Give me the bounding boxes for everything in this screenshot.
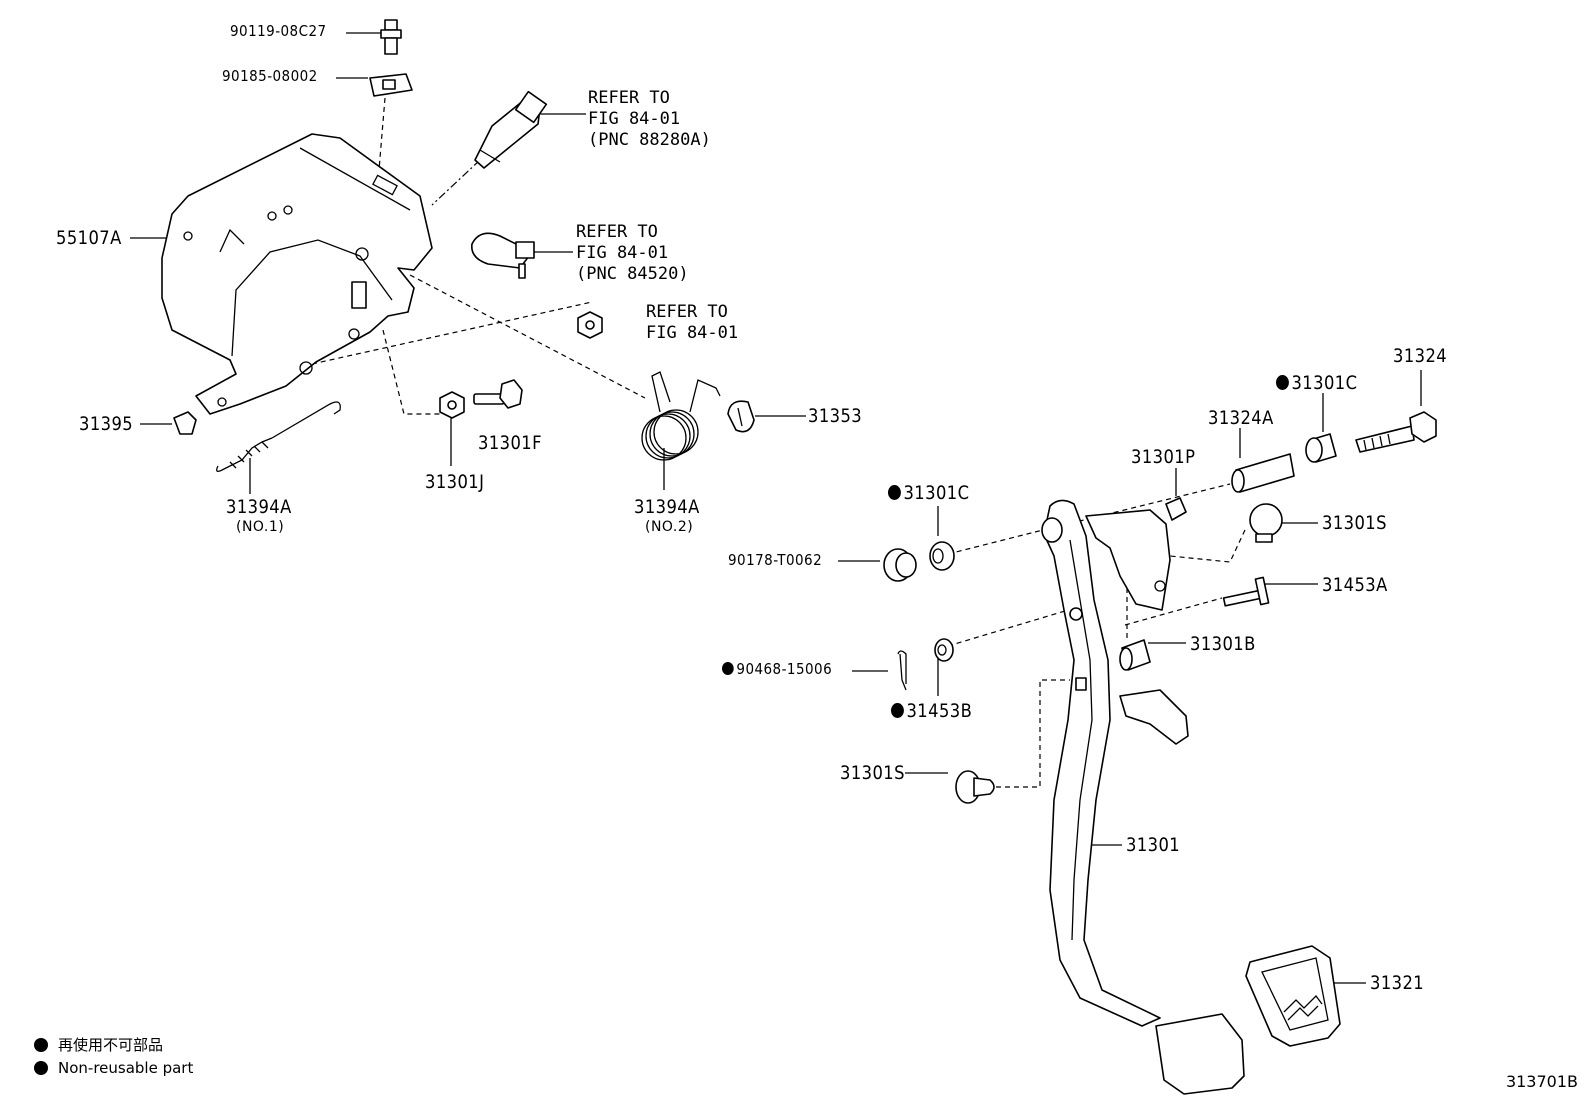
clip-31395 [173, 411, 197, 435]
label-31301C-top: 31301C [1276, 374, 1357, 393]
ref-note-88280A: REFER TO FIG 84-01 (PNC 88280A) [588, 88, 711, 150]
pedal-pad-31321 [1245, 945, 1341, 1047]
ref-note-fig84-01: REFER TO FIG 84-01 [646, 302, 739, 343]
legend-jp: 再使用不可部品 [34, 1034, 163, 1055]
label-31301: 31301 [1126, 834, 1181, 856]
label-55107A: 55107A [56, 227, 122, 249]
label-31394A-no2-sub: (NO.2) [645, 519, 694, 535]
label-31394A-no1-sub: (NO.1) [236, 519, 285, 535]
bushing-31353 [727, 400, 755, 433]
label-31301F: 31301F [478, 432, 542, 454]
label-31301C-mid: 31301C [888, 484, 969, 503]
label-31324: 31324 [1393, 345, 1448, 367]
pedal-arm-31301 [1041, 499, 1189, 1027]
bullet-icon [34, 1037, 48, 1052]
position-sensor [471, 232, 535, 279]
label-31394A-no2: 31394A [634, 496, 700, 518]
bolt-31324 [1355, 411, 1437, 453]
label-90178-T0062: 90178-T0062 [728, 551, 823, 569]
label-31321: 31321 [1370, 972, 1425, 994]
bushing-31301C-top [1305, 433, 1337, 463]
legend-jp-text: 再使用不可部品 [58, 1036, 164, 1054]
label-31301S-left: 31301S [840, 762, 905, 784]
cotter-pin-90468 [897, 650, 907, 691]
stopper-31301S-right [1249, 503, 1283, 543]
figure-number: 313701B [1505, 1072, 1578, 1091]
bushing-90178 [883, 548, 917, 582]
bushing-31301C-mid [929, 541, 955, 571]
dashed-assembly-lines [311, 97, 1246, 788]
label-31324A: 31324A [1208, 407, 1274, 429]
collar-31324A [1231, 453, 1295, 493]
label-90468-15006: 90468-15006 [722, 662, 832, 677]
pin-31453A [1222, 576, 1270, 607]
bullet-icon [34, 1061, 48, 1075]
bolt-90119 [380, 19, 402, 55]
stop-lamp-switch [474, 90, 548, 169]
bolt-31301F [473, 379, 523, 409]
stopper-31301S-left [955, 770, 995, 804]
legend-en-text: Non-reusable part [58, 1059, 194, 1077]
label-31353: 31353 [808, 405, 863, 427]
pin-31453B [934, 638, 954, 662]
label-31301P: 31301P [1131, 446, 1196, 468]
label-31453A: 31453A [1322, 574, 1388, 596]
nut-31301J [439, 391, 465, 419]
label-90119-08C27: 90119-08C27 [230, 22, 327, 40]
label-31301B: 31301B [1190, 633, 1256, 655]
pedal-bracket-55107A [161, 133, 433, 415]
ref-note-84520: REFER TO FIG 84-01 (PNC 84520) [576, 222, 689, 284]
label-31301S-right: 31301S [1322, 512, 1387, 534]
clip-31301P [1165, 497, 1187, 521]
bushing-31301B [1119, 639, 1151, 671]
label-31301J: 31301J [425, 471, 485, 493]
label-31394A-no1: 31394A [226, 496, 292, 518]
label-90185-08002: 90185-08002 [222, 67, 318, 85]
clip-nut-90185 [369, 73, 413, 97]
pedal-foot [1155, 1013, 1245, 1095]
label-31395: 31395 [79, 413, 134, 435]
legend-en: Non-reusable part [34, 1059, 193, 1077]
label-31453B: 31453B [891, 702, 972, 721]
spring-31394A-no2 [641, 371, 721, 461]
spring-31394A-no1 [216, 401, 341, 472]
nut-ref [577, 311, 603, 339]
